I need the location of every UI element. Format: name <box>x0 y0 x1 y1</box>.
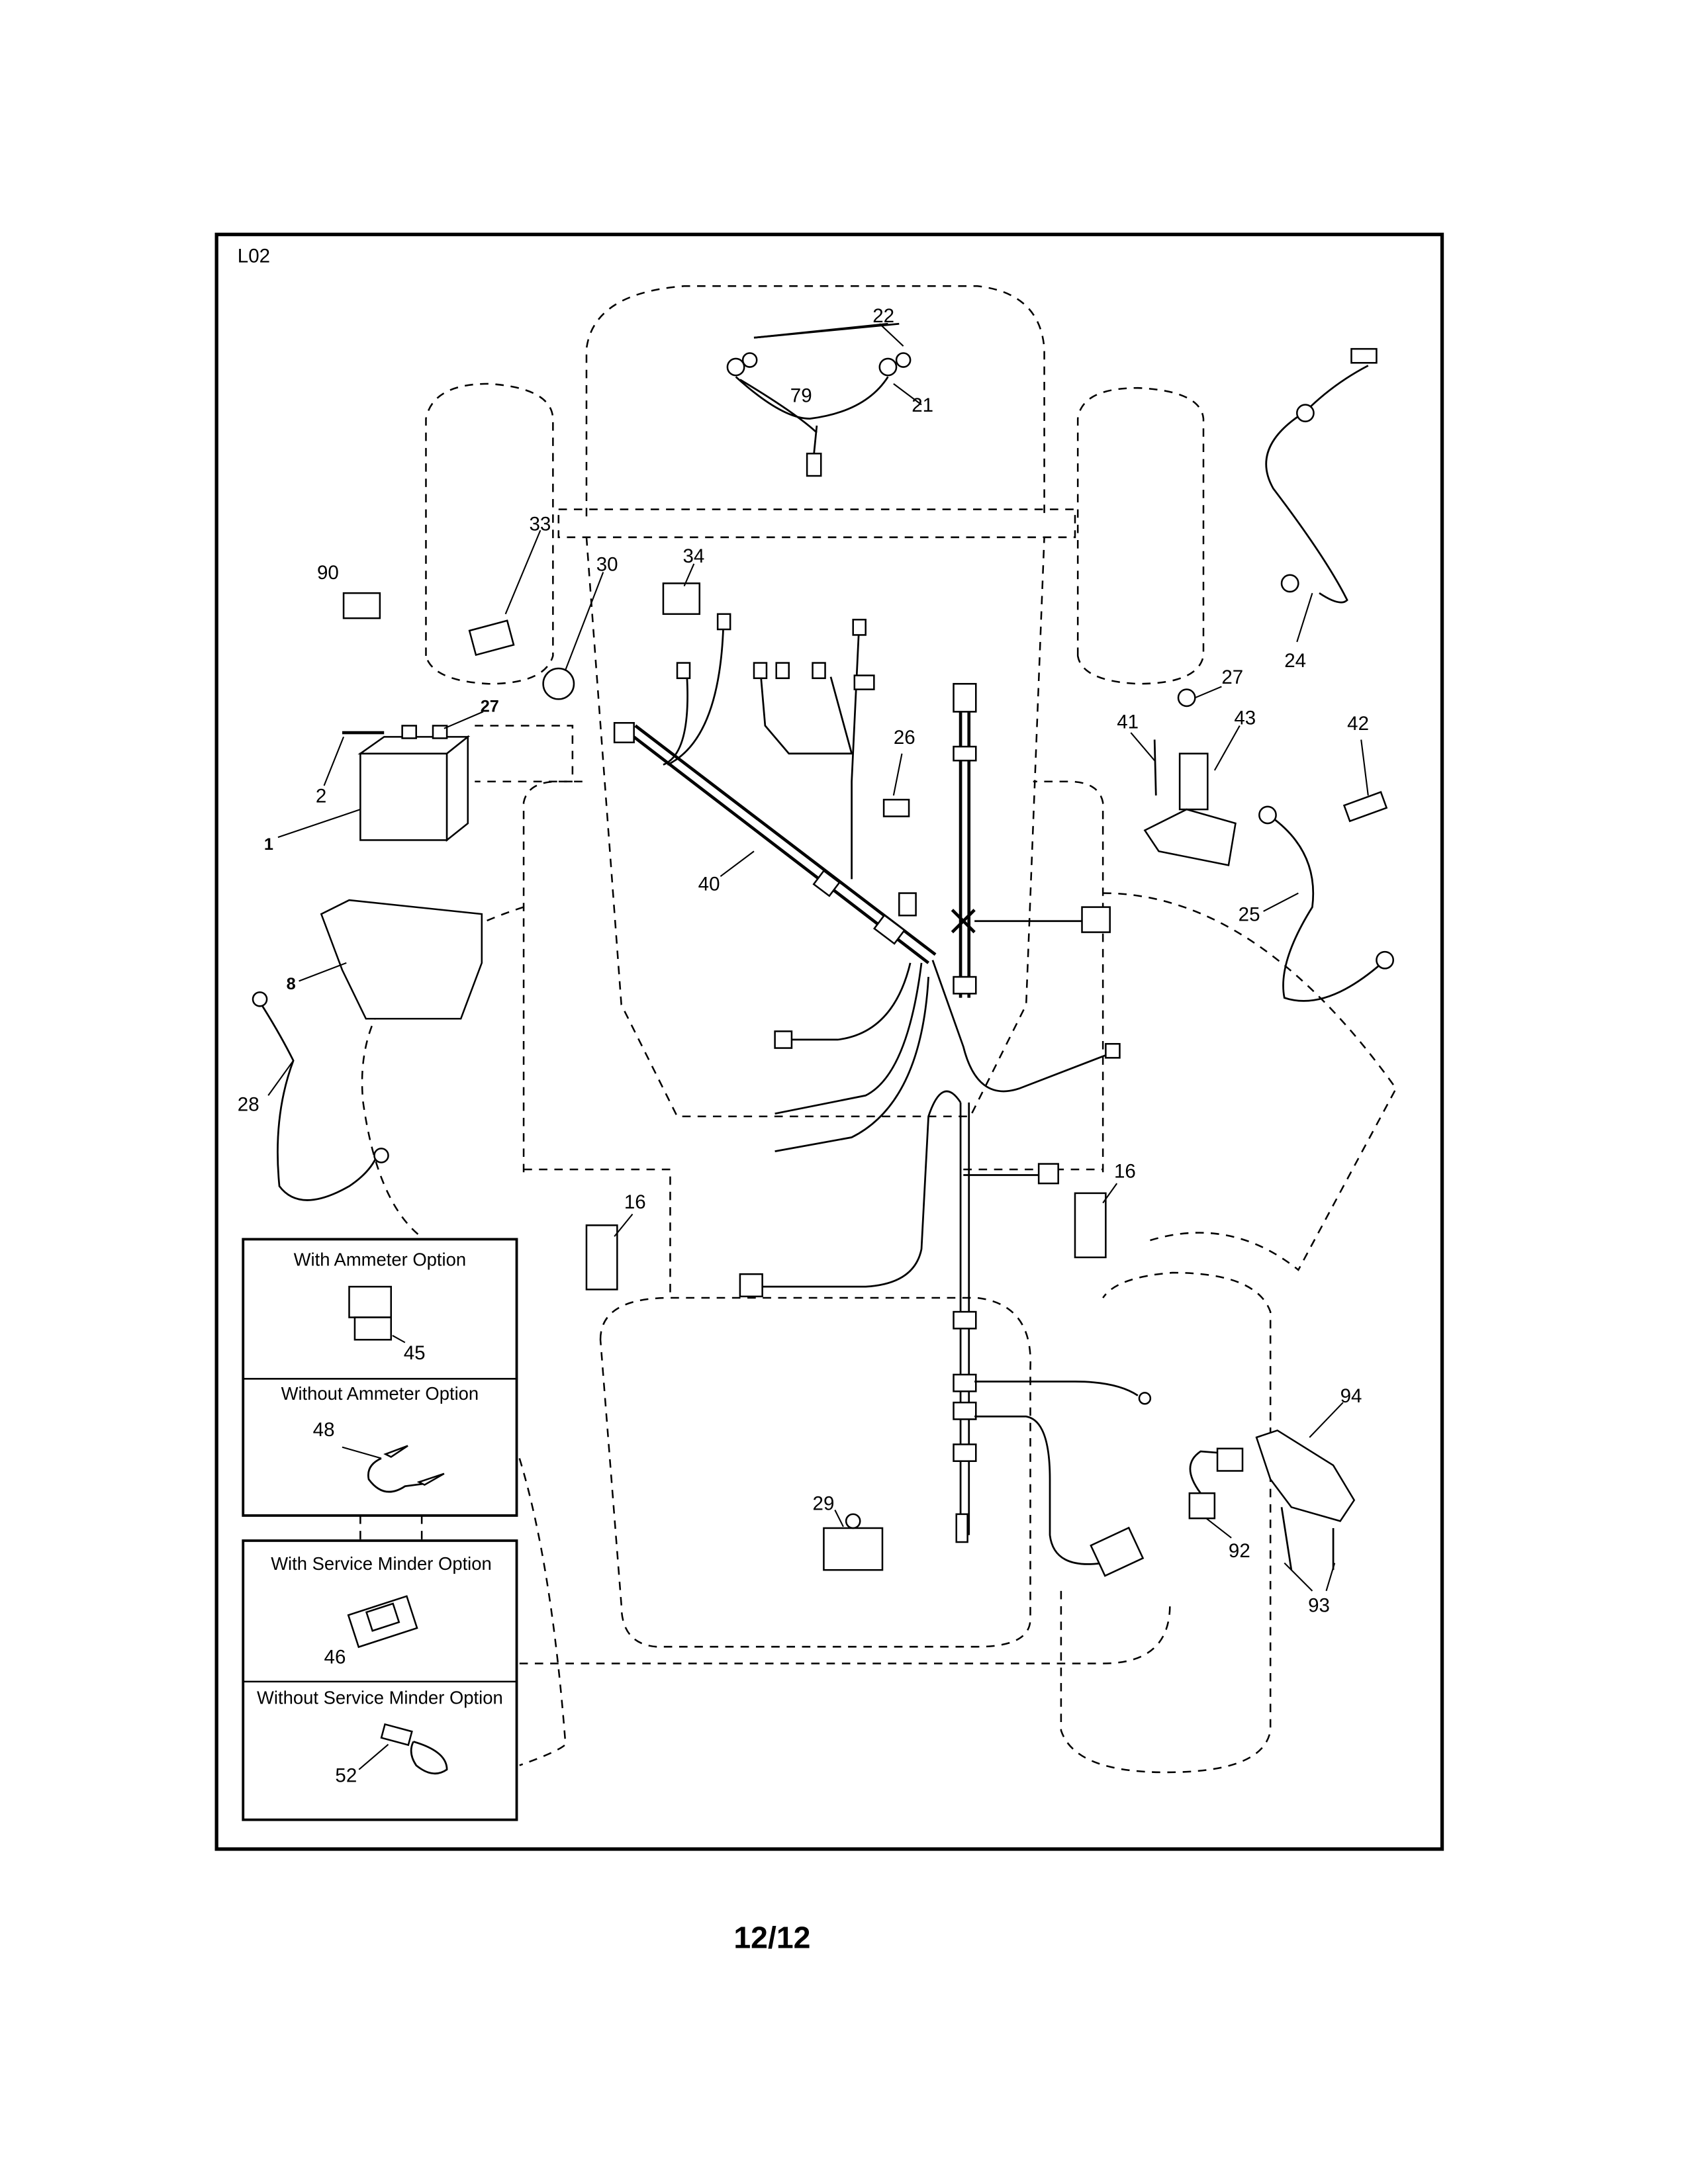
option-title: With Service Minder Option <box>271 1553 492 1574</box>
callout-16: 16 <box>1114 1161 1136 1183</box>
callout-8: 8 <box>287 975 296 993</box>
callout-90: 90 <box>317 562 339 584</box>
part-callouts: 22 79 21 33 30 34 90 27 2 1 26 40 8 28 1… <box>238 305 1369 1616</box>
callout-22: 22 <box>872 305 894 327</box>
callout-16: 16 <box>624 1191 646 1213</box>
callout-79: 79 <box>790 385 812 406</box>
option-part-number: 45 <box>404 1342 426 1364</box>
callout-1: 1 <box>264 835 273 854</box>
option-title: Without Service Minder Option <box>257 1688 503 1708</box>
callout-21: 21 <box>912 394 933 416</box>
left-components <box>252 582 701 1201</box>
callout-92: 92 <box>1229 1540 1250 1562</box>
callout-30: 30 <box>596 553 618 575</box>
option-part-number: 52 <box>335 1765 357 1787</box>
callout-40: 40 <box>698 873 720 895</box>
callout-41: 41 <box>1117 711 1139 733</box>
callout-26: 26 <box>894 727 915 749</box>
callout-94: 94 <box>1340 1385 1362 1407</box>
headlight-harness <box>726 322 912 477</box>
option-part-number: 48 <box>313 1419 335 1441</box>
callout-93: 93 <box>1308 1594 1330 1616</box>
ammeter-options-box: With Ammeter Option 45 Without Ammeter O… <box>242 1238 518 1517</box>
page-number: 12/12 <box>733 1921 810 1955</box>
tractor-outline <box>359 285 1397 1774</box>
option-part-number: 46 <box>324 1646 346 1668</box>
callout-27: 27 <box>1221 666 1243 688</box>
leader-lines <box>267 529 1369 1592</box>
callout-24: 24 <box>1284 650 1306 672</box>
option-title: With Ammeter Option <box>294 1250 466 1270</box>
main-wire-harness <box>613 613 1152 1565</box>
section-code: L02 <box>238 245 270 267</box>
callout-34: 34 <box>682 545 704 567</box>
callout-27: 27 <box>481 697 499 715</box>
service-minder-options-box: With Service Minder Option 46 Without Se… <box>242 1539 518 1821</box>
callout-25: 25 <box>1239 904 1260 926</box>
callout-29: 29 <box>813 1493 835 1515</box>
callout-28: 28 <box>238 1093 259 1115</box>
right-components <box>585 347 1395 1577</box>
callout-33: 33 <box>530 513 551 535</box>
callout-2: 2 <box>316 785 326 807</box>
diagram-frame <box>214 232 1444 1851</box>
callout-42: 42 <box>1347 713 1369 735</box>
callout-43: 43 <box>1234 707 1256 729</box>
option-title: Without Ammeter Option <box>281 1383 479 1404</box>
